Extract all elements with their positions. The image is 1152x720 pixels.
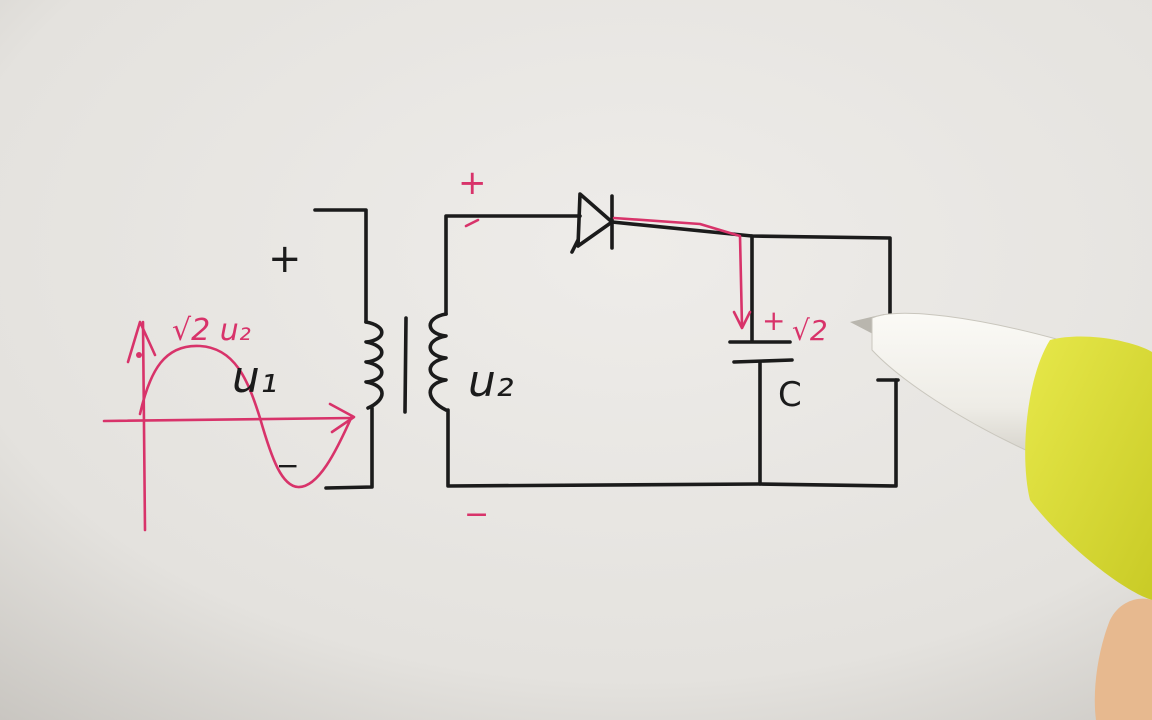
top-wire-left: [444, 214, 582, 316]
peak-dot: [136, 352, 142, 358]
current-arrowhead: [732, 310, 752, 330]
transformer-core-line: [403, 316, 408, 414]
pen-icon: [850, 312, 1152, 720]
capacitor-plus-sign: +: [762, 304, 785, 337]
peak-voltage-label: √2 u₂: [172, 313, 251, 348]
capacitor-plate-bottom: [732, 358, 794, 364]
diode-triangle: [576, 192, 614, 248]
capacitor-icon: C: [728, 234, 802, 486]
secondary-voltage-label: u₂: [468, 356, 514, 407]
primary-winding-leads: [313, 208, 374, 490]
secondary-minus-sign: −: [464, 497, 489, 532]
capacitor-voltage-label: √2: [792, 314, 828, 347]
top-tick: [464, 218, 480, 228]
transformer: u₂: [313, 208, 514, 490]
primary-plus-sign: +: [268, 236, 302, 282]
primary-coil-icon: [364, 320, 384, 410]
diode-tail: [570, 238, 580, 254]
capacitor-label: C: [778, 375, 802, 415]
primary-minus-sign: −: [276, 449, 299, 482]
secondary-coil-icon: [428, 312, 448, 412]
pen-grip: [1025, 336, 1152, 600]
red-annotations: + − + √2: [458, 163, 828, 532]
diode-icon: [570, 192, 614, 254]
current-path-arrow: [612, 216, 744, 328]
wave-y-axis: [141, 320, 147, 532]
wave-x-axis-arrow: [328, 402, 356, 434]
secondary-plus-sign: +: [458, 163, 487, 203]
primary-voltage-label: u₁: [232, 352, 278, 403]
sine-curve: [138, 344, 354, 489]
waveform-plot: √2 u₂ u₁ − +: [102, 236, 356, 532]
wave-x-axis: [102, 416, 354, 423]
finger: [1094, 598, 1152, 720]
wave-y-axis-arrow: [126, 320, 157, 364]
top-wire-right: [610, 220, 892, 320]
